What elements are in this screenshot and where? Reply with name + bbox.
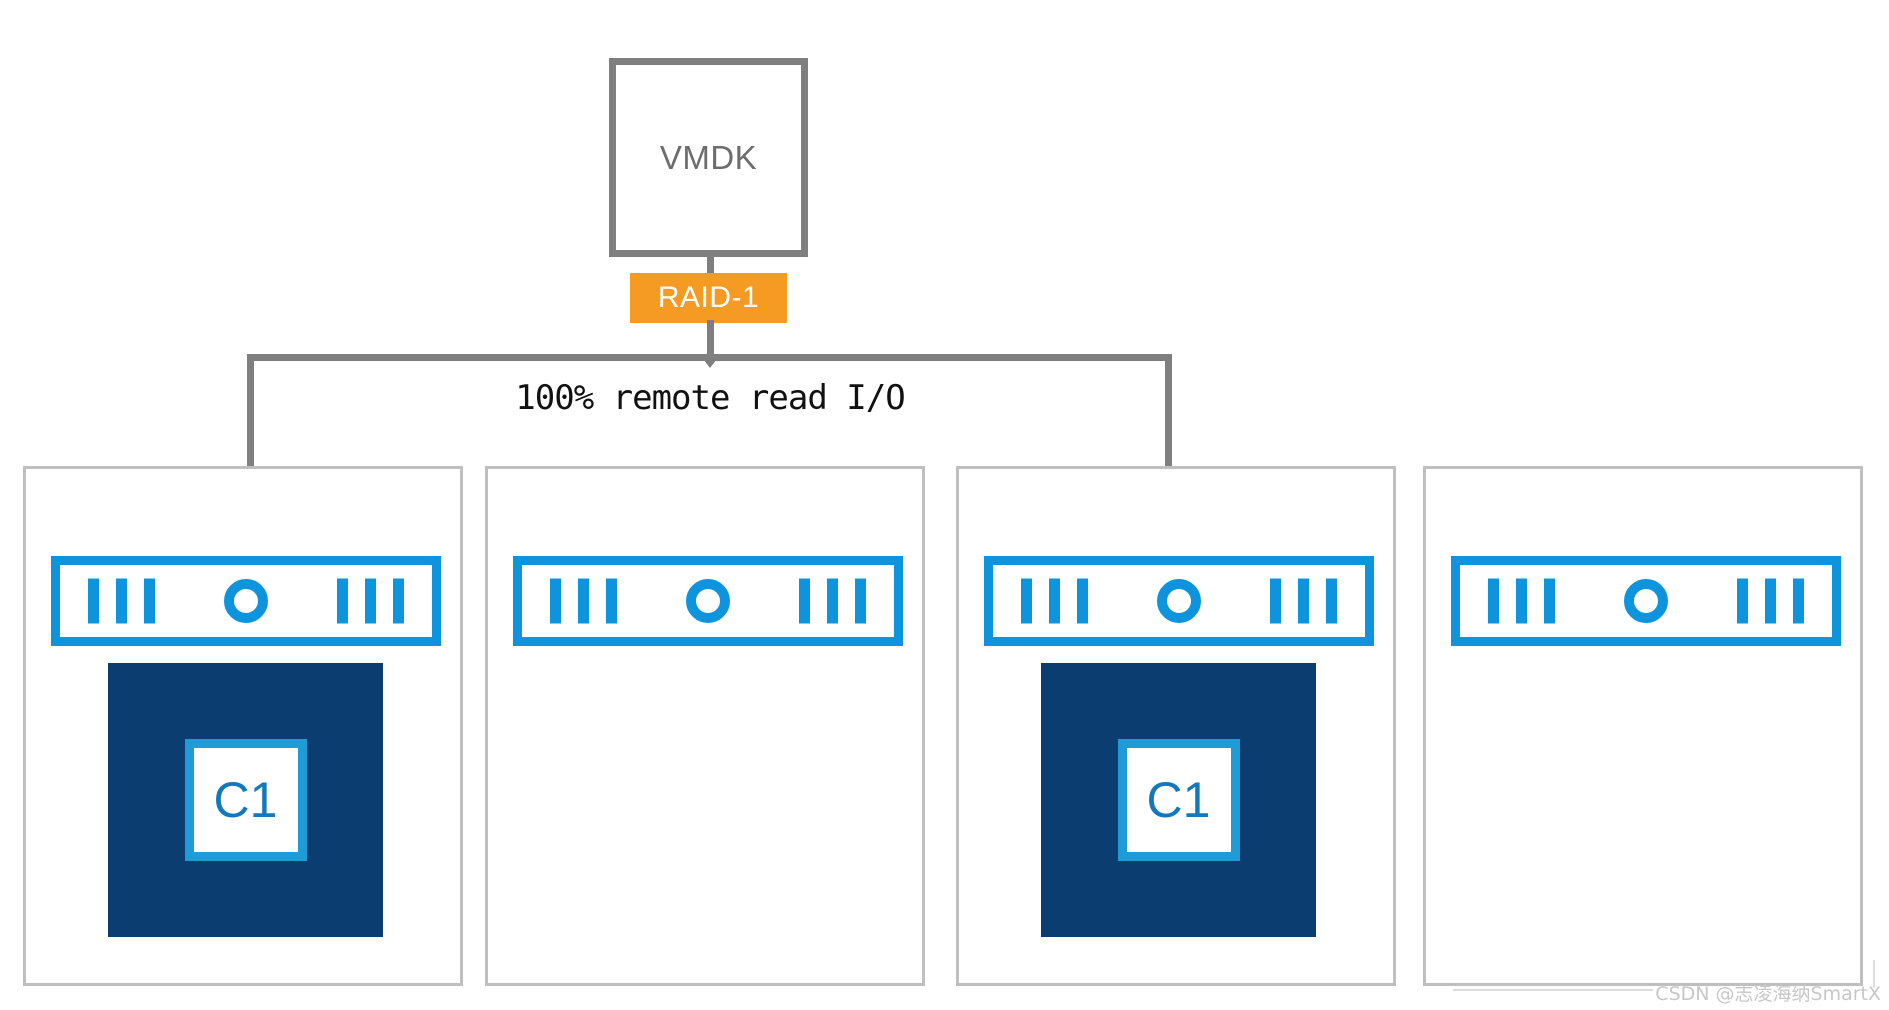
host-container-2[interactable] (485, 466, 925, 986)
vmdk-node: VMDK (609, 58, 808, 257)
vent-bar (1077, 578, 1088, 624)
component-label: C1 (213, 772, 278, 828)
server-vent-left (1021, 578, 1088, 624)
vent-bar (1544, 578, 1555, 624)
vent-bar (1049, 578, 1060, 624)
raid-level-badge: RAID-1 (630, 273, 787, 323)
server-vent-left (1488, 578, 1555, 624)
vmdk-to-raid-connector (707, 250, 714, 280)
server-vent-right (1737, 578, 1804, 624)
disk-circle-icon (1624, 579, 1668, 623)
watermark-text: CSDN @志凌海纳SmartX (1655, 983, 1881, 1005)
component-label: C1 (1146, 772, 1211, 828)
vent-bar (1488, 578, 1499, 624)
host-container-4[interactable] (1423, 466, 1863, 986)
server-icon (984, 556, 1374, 646)
vent-bar (1298, 578, 1309, 624)
vent-bar (855, 578, 866, 624)
io-caption: 100% remote read I/O (515, 378, 905, 418)
component-block: C1 (108, 663, 383, 937)
component-block: C1 (1041, 663, 1316, 937)
vent-bar (337, 578, 348, 624)
server-vent-right (1270, 578, 1337, 624)
vent-bar (550, 578, 561, 624)
vent-bar (1326, 578, 1337, 624)
branch-line-host-3 (1165, 354, 1172, 512)
component-badge: C1 (1117, 739, 1240, 861)
vent-bar (365, 578, 376, 624)
vent-bar (1270, 578, 1281, 624)
vent-bar (1021, 578, 1032, 624)
vent-bar (578, 578, 589, 624)
disk-circle-icon (686, 579, 730, 623)
host-container-3[interactable]: C1 (956, 466, 1396, 986)
server-icon (513, 556, 903, 646)
host-container-1[interactable]: C1 (23, 466, 463, 986)
vent-bar (799, 578, 810, 624)
server-vent-left (88, 578, 155, 624)
vmdk-label: VMDK (659, 138, 758, 176)
branch-line-host-1 (247, 354, 254, 512)
distribution-bus-line (247, 354, 1172, 361)
raid-level-label: RAID-1 (657, 281, 760, 314)
vent-bar (1793, 578, 1804, 624)
server-vent-left (550, 578, 617, 624)
watermark-tick (1873, 960, 1875, 988)
vent-bar (88, 578, 99, 624)
component-badge: C1 (184, 739, 307, 861)
watermark-rule (1453, 989, 1653, 991)
server-vent-right (799, 578, 866, 624)
vent-bar (144, 578, 155, 624)
vent-bar (1516, 578, 1527, 624)
vent-bar (116, 578, 127, 624)
raid-to-bus-connector (707, 320, 714, 362)
vent-bar (1765, 578, 1776, 624)
disk-circle-icon (224, 579, 268, 623)
vent-bar (1737, 578, 1748, 624)
server-vent-right (337, 578, 404, 624)
vent-bar (827, 578, 838, 624)
server-icon (51, 556, 441, 646)
disk-circle-icon (1157, 579, 1201, 623)
vent-bar (606, 578, 617, 624)
vent-bar (393, 578, 404, 624)
server-icon (1451, 556, 1841, 646)
